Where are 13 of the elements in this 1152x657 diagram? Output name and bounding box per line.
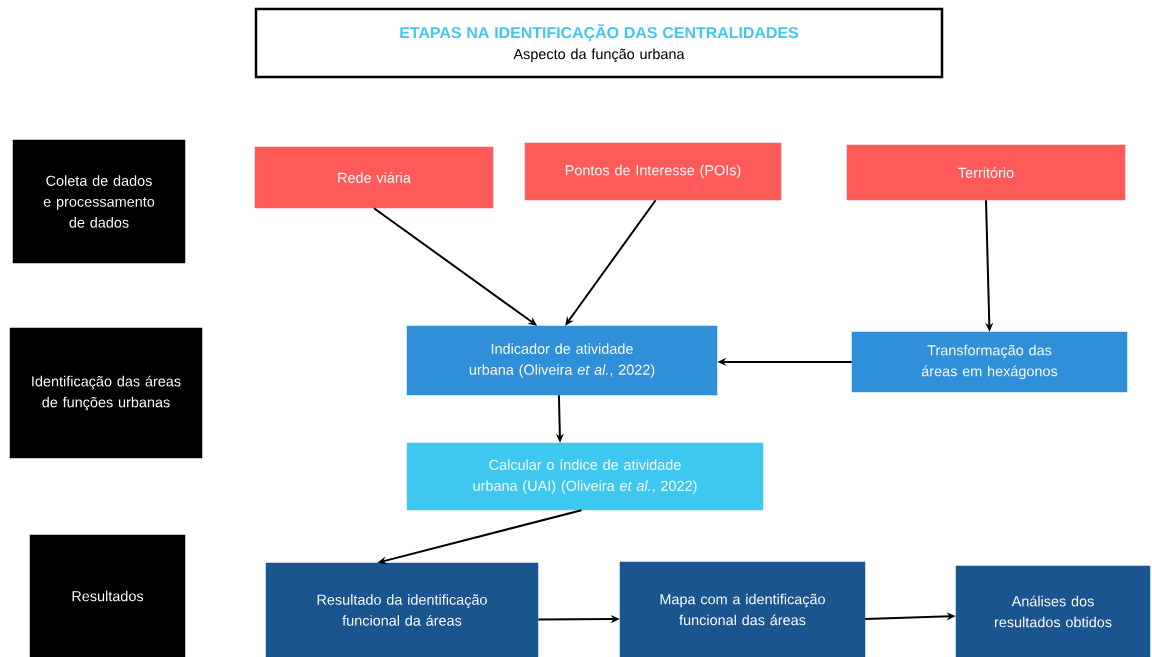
result-box: Mapa com a identificação funcional das áreas (619, 561, 866, 657)
data-box: Rede viária (254, 146, 494, 209)
stage-box: Coleta de dados e processamento de dados (12, 139, 186, 264)
process-box: Indicador de atividade urbana (Oliveira et al., 2022) (406, 325, 718, 396)
stage-box: Resultados (29, 534, 186, 657)
data-box: Território (846, 144, 1126, 201)
data-box: Pontos de Interesse (POIs) (524, 142, 782, 201)
result-box: Resultado da identificação funcional da áreas (265, 562, 539, 657)
title-box: ETAPAS NA IDENTIFICAÇÃO DAS CENTRALIDADES Aspecto da função urbana (254, 7, 944, 79)
process-box: Calcular o índice de atividade urbana (UAI) (Oliveira et al., 2022) (406, 442, 764, 511)
result-box: Análises dos resultados obtidos (955, 565, 1151, 657)
stage-box: Identificação das áreas de funções urbanas (9, 327, 203, 459)
process-box: Transformação das áreas em hexágonos (851, 331, 1128, 393)
